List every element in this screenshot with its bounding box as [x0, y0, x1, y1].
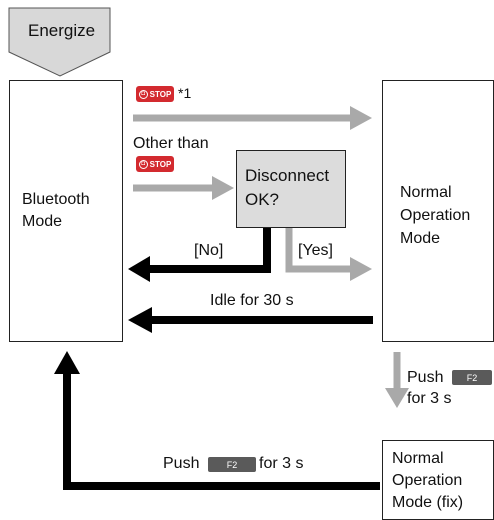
push-label-bottom: Push [163, 455, 200, 472]
normal-mode-label-line2: Operation [400, 207, 471, 224]
bluetooth-mode-label-line2: Mode [22, 213, 63, 230]
bluetooth-mode-label-line1: Bluetooth [22, 191, 90, 208]
push-back-arrow-head [54, 351, 80, 374]
normal-fix-label-line2: Operation [392, 472, 463, 489]
stop-button-icon: ◘ STOP [136, 86, 174, 102]
bluetooth-mode-box [9, 80, 123, 342]
idle-label: Idle for 30 s [210, 292, 294, 309]
for-3s-label-bottom: for 3 s [259, 455, 304, 472]
energize-shape [8, 7, 111, 77]
yes-arrow-line [285, 228, 352, 273]
stop-arrow-head [350, 106, 372, 130]
stop-icon-text: STOP [149, 89, 172, 99]
no-arrow-head [128, 256, 150, 282]
no-label: [No] [194, 242, 224, 259]
other-arrow-head [212, 176, 234, 200]
normal-fix-label-line3: Mode (fix) [392, 494, 464, 511]
f2-key-text-bottom: F2 [226, 459, 238, 470]
energize-label: Energize [28, 21, 96, 40]
normal-fix-label-line1: Normal [392, 450, 444, 467]
stop-button-icon-2: ◘ STOP [136, 156, 174, 172]
f2-key-icon-bottom: F2 [208, 457, 256, 472]
for-3s-label-right: for 3 s [407, 390, 452, 407]
push-back-arrow-line [63, 372, 380, 490]
push-down-arrow-head [385, 388, 409, 408]
f2-key-text-right: F2 [466, 372, 478, 383]
yes-label: [Yes] [298, 242, 333, 259]
stop-icon-text-2: STOP [149, 159, 172, 169]
disconnect-box [236, 150, 346, 228]
stop-symbol-icon: ◘ [138, 89, 148, 99]
normal-mode-label-line1: Normal [400, 184, 452, 201]
other-than-label: Other than [133, 135, 209, 152]
footnote-marker: *1 [178, 85, 192, 101]
disconnect-label-line1: Disconnect [245, 166, 330, 185]
idle-arrow-head [128, 307, 152, 333]
push-label-right: Push [407, 369, 444, 386]
normal-mode-label-line3: Mode [400, 230, 441, 247]
stop-symbol-icon-2: ◘ [138, 159, 148, 169]
f2-key-icon-right: F2 [452, 370, 492, 385]
disconnect-label-line2: OK? [245, 190, 280, 209]
yes-arrow-head [350, 257, 372, 281]
no-arrow-line [148, 228, 271, 273]
